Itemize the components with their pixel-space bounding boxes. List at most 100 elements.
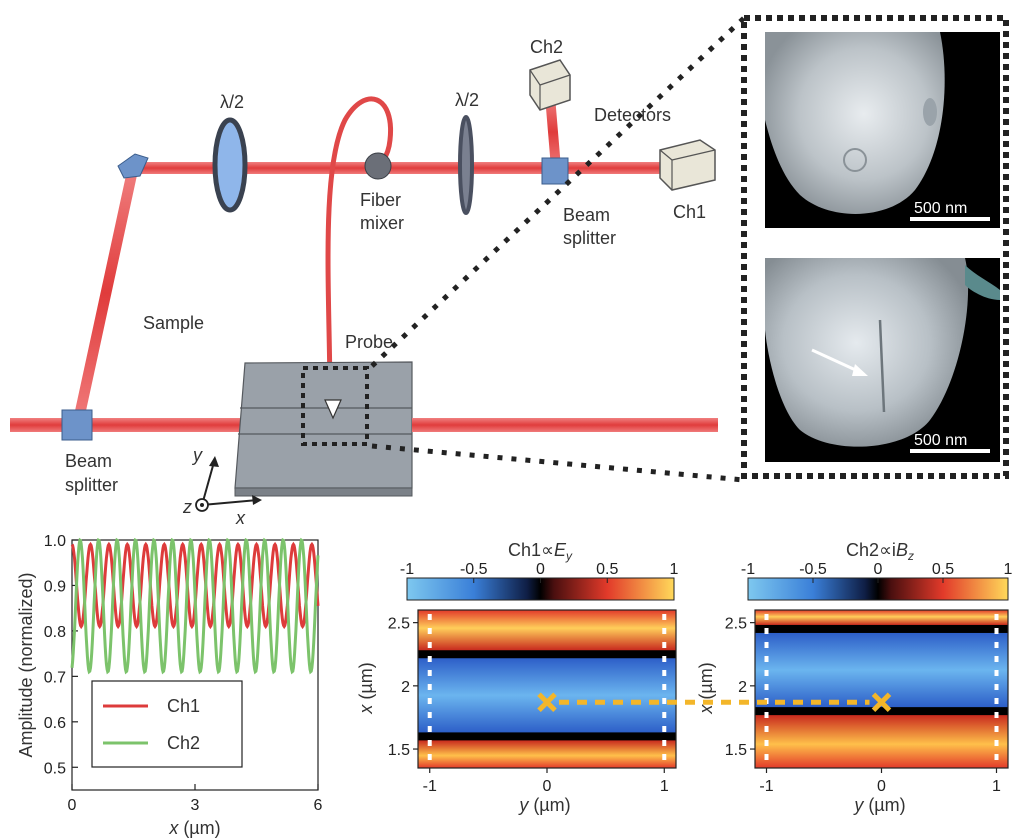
amplitude-x-unit: (µm) (178, 818, 220, 838)
heatmap-band (755, 632, 1008, 708)
probe-tip (324, 399, 342, 420)
amplitude-ytick-label: 0.7 (44, 669, 66, 686)
sem-scale-label-bottom: 500 nm (914, 432, 967, 449)
heatmap-ytick-label: 1.5 (388, 742, 410, 759)
legend-box (91, 680, 243, 768)
scale-bar-top (910, 217, 990, 221)
colorbar-tick-label: 1 (670, 561, 679, 578)
half-wave-plate-2 (458, 115, 474, 215)
heatmap-2-y-var: x (696, 704, 716, 715)
label-beam-left: Beam (65, 451, 112, 471)
heatmap-ytick-label: 2 (738, 679, 747, 696)
heatmap-1-y-label: x (µm) (356, 662, 376, 714)
colorbar-tick-label: 0 (874, 561, 883, 578)
heatmap-1-x-label: y (µm) (517, 795, 570, 815)
label-lambda-half-2: λ/2 (455, 90, 479, 110)
heatmap-ytick-label: 1.5 (725, 742, 747, 759)
heatmap-xtick-label: 1 (992, 778, 1001, 795)
label-axis-y: y (191, 445, 203, 465)
diagonal-beam (73, 166, 139, 420)
zoom-connector-top (370, 16, 746, 368)
amplitude-x-label: x (µm) (168, 818, 220, 838)
heatmap-xtick-label: -1 (759, 778, 773, 795)
detector-ch1 (659, 139, 716, 191)
heatmap-band (418, 610, 676, 651)
label-axis-z: z (182, 497, 192, 517)
colorbar-2-sub: z (907, 549, 914, 563)
colorbar-tick-label: 0.5 (596, 561, 618, 578)
colorbar-1-var: E (554, 540, 567, 560)
colorbar-tick-label: -0.5 (460, 561, 488, 578)
heatmap-1-y-var: x (356, 704, 376, 715)
colorbar-2-var: B (896, 540, 908, 560)
label-ch1: Ch1 (673, 202, 706, 222)
amplitude-y-label: Amplitude (normalized) (16, 572, 36, 757)
heatmap-xtick-label: -1 (423, 778, 437, 795)
amplitude-xtick-label: 6 (314, 797, 323, 814)
sem-inset: 500 nm 500 nm (741, 15, 1009, 479)
label-fiber: Fiber (360, 190, 401, 210)
fiber-loop (325, 96, 394, 401)
heatmap-band (418, 740, 676, 768)
scale-bar-bottom (910, 449, 990, 453)
heatmap-1-y-unit: (µm) (356, 662, 376, 704)
amplitude-ytick-label: 1.0 (44, 533, 66, 550)
heatmap-1-x-unit: (µm) (528, 795, 570, 815)
heatmap-1-x-var: y (517, 795, 529, 815)
colorbar-tick-label: -0.5 (799, 561, 827, 578)
beam-over-sample (412, 418, 718, 432)
label-lambda-half-1: λ/2 (220, 92, 244, 112)
colorbar-1-title: Ch1∝Ey (508, 540, 573, 563)
colorbar-2-title: Ch2∝iBz (846, 540, 914, 563)
heatmap-xtick-label: 0 (877, 778, 886, 795)
zoom-connector-bottom (371, 443, 745, 483)
reference-beam-line (132, 162, 672, 174)
fiber-mixer (364, 152, 392, 180)
amplitude-xtick-label: 3 (191, 797, 200, 814)
label-beam-top: Beam (563, 205, 610, 225)
label-splitter-left: splitter (65, 475, 118, 495)
amplitude-xtick-label: 0 (68, 797, 77, 814)
heatmap-2-x-unit: (µm) (863, 795, 905, 815)
label-splitter-top: splitter (563, 228, 616, 248)
amplitude-ytick-label: 0.8 (44, 624, 66, 641)
heatmap-2-x-label: y (µm) (852, 795, 905, 815)
label-ch2: Ch2 (530, 37, 563, 57)
sem-image-bottom: 500 nm (765, 258, 1000, 462)
series-line-ch2 (70, 537, 320, 675)
heatmap-2-x-var: y (852, 795, 864, 815)
colorbar-1-prefix: Ch1∝ (508, 540, 554, 560)
mirror-top-left (117, 153, 149, 179)
colorbar-1-sub: y (565, 549, 573, 563)
legend-label-ch1: Ch1 (167, 696, 200, 716)
legend-label-ch2: Ch2 (167, 733, 200, 753)
heatmap-ytick-label: 2.5 (725, 616, 747, 633)
heatmap-2-y-label: x (µm) (696, 662, 716, 714)
label-probe: Probe (345, 332, 393, 352)
field-marker-1 (537, 692, 557, 713)
amplitude-ytick-label: 0.5 (44, 760, 66, 777)
amplitude-ytick-label: 0.6 (44, 715, 66, 732)
colorbar-tick-label: 0.5 (932, 561, 954, 578)
field-marker-2 (871, 692, 892, 713)
heatmap-ytick-label: 2.5 (388, 616, 410, 633)
label-axis-x: x (235, 508, 246, 528)
heatmap-band (755, 610, 1008, 625)
probe-zoom-box (301, 366, 369, 446)
colorbar-tick-label: 0 (536, 561, 545, 578)
colorbar-tick-label: 1 (1004, 561, 1012, 578)
sem-scale-label-top: 500 nm (914, 200, 967, 217)
label-sample: Sample (143, 313, 204, 333)
amplitude-chart: 0.5 0.6 0.7 0.8 0.9 1.0 0 3 6 Amplitude (normal… (16, 533, 323, 838)
beam-splitter-left (61, 409, 93, 441)
heatmap-xtick-label: 1 (660, 778, 669, 795)
heatmap-xtick-label: 0 (543, 778, 552, 795)
heatmap-band (418, 658, 676, 733)
heatmap-ytick-label: 2 (401, 679, 410, 696)
heatmap-2-y-unit: (µm) (696, 662, 716, 704)
label-mixer: mixer (360, 213, 404, 233)
amplitude-ytick-label: 0.9 (44, 578, 66, 595)
ch2-beam (545, 96, 561, 168)
